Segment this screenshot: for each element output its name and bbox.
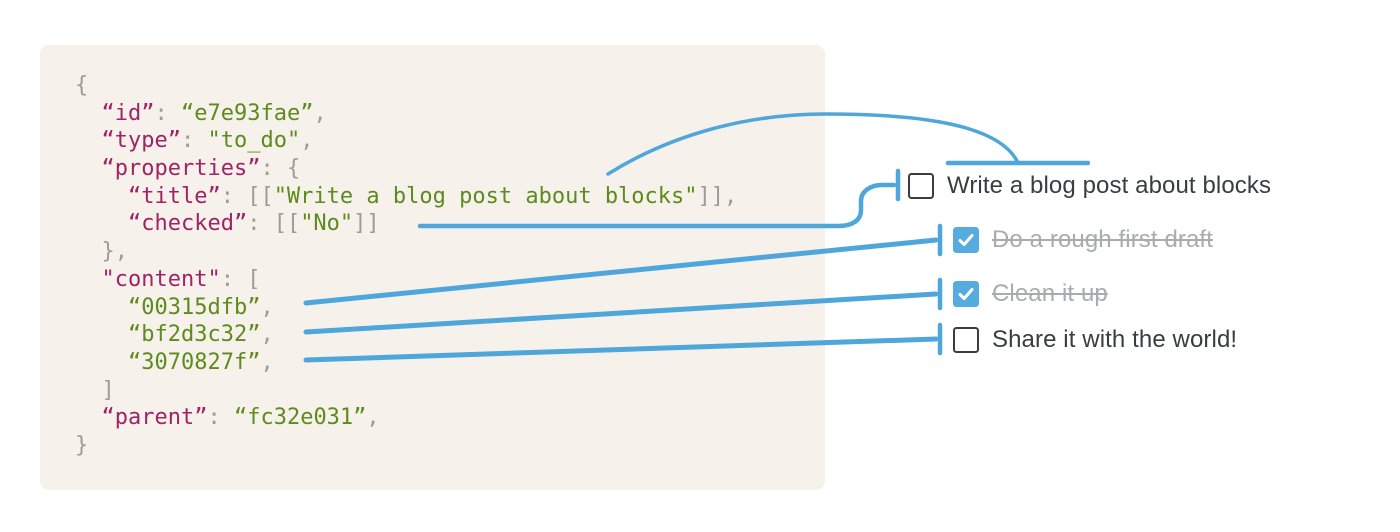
checkbox-unchecked-icon[interactable] xyxy=(953,327,979,353)
todo-label: Clean it up xyxy=(992,280,1108,307)
todo-label: Do a rough first draft xyxy=(992,226,1213,253)
code-string: “00315dfb” xyxy=(127,294,261,320)
code-punctuation: : { xyxy=(260,156,301,182)
code-line: } xyxy=(75,432,825,460)
code-punctuation xyxy=(75,128,102,153)
code-punctuation: , xyxy=(260,349,274,375)
json-code-block: { “id”: “e7e93fae”, “type”: "to_do", “pr… xyxy=(40,45,825,490)
code-key: “type” xyxy=(101,128,181,154)
code-punctuation xyxy=(75,184,128,209)
code-line: “3070827f”, xyxy=(75,349,825,377)
code-punctuation: } xyxy=(75,432,89,458)
code-key: “parent” xyxy=(101,405,208,431)
code-string: “fc32e031” xyxy=(233,405,367,431)
todo-label: Write a blog post about blocks xyxy=(947,172,1272,199)
code-punctuation xyxy=(75,156,102,181)
todo-item: Write a blog post about blocks xyxy=(908,172,1272,199)
code-line: }, xyxy=(75,238,825,266)
code-key: “properties” xyxy=(101,156,261,182)
code-punctuation: ]] xyxy=(353,211,380,237)
code-line: “parent”: “fc32e031”, xyxy=(75,404,825,432)
code-punctuation: : xyxy=(154,100,181,126)
code-string: “bf2d3c32” xyxy=(127,322,261,348)
code-line: “type”: "to_do", xyxy=(75,127,825,155)
code-line: “id”: “e7e93fae”, xyxy=(75,100,825,128)
todo-item: Do a rough first draft xyxy=(953,226,1213,253)
code-line: “bf2d3c32”, xyxy=(75,321,825,349)
code-punctuation: : xyxy=(180,128,208,154)
code-punctuation: , xyxy=(300,128,314,154)
code-punctuation: ]], xyxy=(697,183,738,209)
code-line: "content": [ xyxy=(75,266,825,294)
checkmark-icon xyxy=(958,288,974,300)
code-key: “title” xyxy=(127,183,221,209)
code-punctuation: : [[ xyxy=(220,183,274,209)
todo-item: Share it with the world! xyxy=(953,326,1238,353)
code-string: “3070827f” xyxy=(127,349,261,375)
code-punctuation: ] xyxy=(101,377,115,403)
todo-label: Share it with the world! xyxy=(992,326,1238,353)
code-punctuation xyxy=(75,295,128,320)
code-punctuation: : [ xyxy=(220,266,261,292)
code-punctuation xyxy=(75,350,128,375)
code-punctuation: { xyxy=(75,73,89,98)
code-punctuation xyxy=(75,211,128,236)
todo-item: Clean it up xyxy=(953,280,1108,307)
checkbox-checked-icon[interactable] xyxy=(953,227,979,253)
code-punctuation: : xyxy=(207,405,234,431)
code-string: "Write a blog post about blocks" xyxy=(273,183,698,209)
code-punctuation xyxy=(75,267,102,292)
code-punctuation xyxy=(75,322,128,347)
code-punctuation xyxy=(75,378,102,403)
checkmark-icon xyxy=(958,234,974,246)
code-line: “checked”: [["No"]] xyxy=(75,210,825,238)
code-line: { xyxy=(75,72,825,100)
code-punctuation xyxy=(75,239,102,264)
code-punctuation: , xyxy=(366,405,380,431)
code-line: “00315dfb”, xyxy=(75,294,825,322)
code-punctuation xyxy=(75,405,102,430)
code-punctuation: : [[ xyxy=(247,211,301,237)
json-code: { “id”: “e7e93fae”, “type”: "to_do", “pr… xyxy=(40,45,825,460)
code-punctuation: , xyxy=(260,294,274,320)
code-key: “checked” xyxy=(127,211,248,237)
code-key: “id” xyxy=(101,100,155,126)
code-punctuation: , xyxy=(313,100,327,126)
code-string: "to_do" xyxy=(207,128,301,154)
code-punctuation: , xyxy=(260,322,274,348)
checkbox-unchecked-icon[interactable] xyxy=(908,173,934,199)
code-line: “properties”: { xyxy=(75,155,825,183)
code-line: ] xyxy=(75,377,825,405)
code-punctuation xyxy=(75,101,102,126)
code-line: “title”: [["Write a blog post about bloc… xyxy=(75,183,825,211)
code-string: "No" xyxy=(300,211,354,237)
code-punctuation: }, xyxy=(101,239,129,265)
code-string: “e7e93fae” xyxy=(180,100,314,126)
checkbox-checked-icon[interactable] xyxy=(953,281,979,307)
code-key: "content" xyxy=(101,266,221,292)
